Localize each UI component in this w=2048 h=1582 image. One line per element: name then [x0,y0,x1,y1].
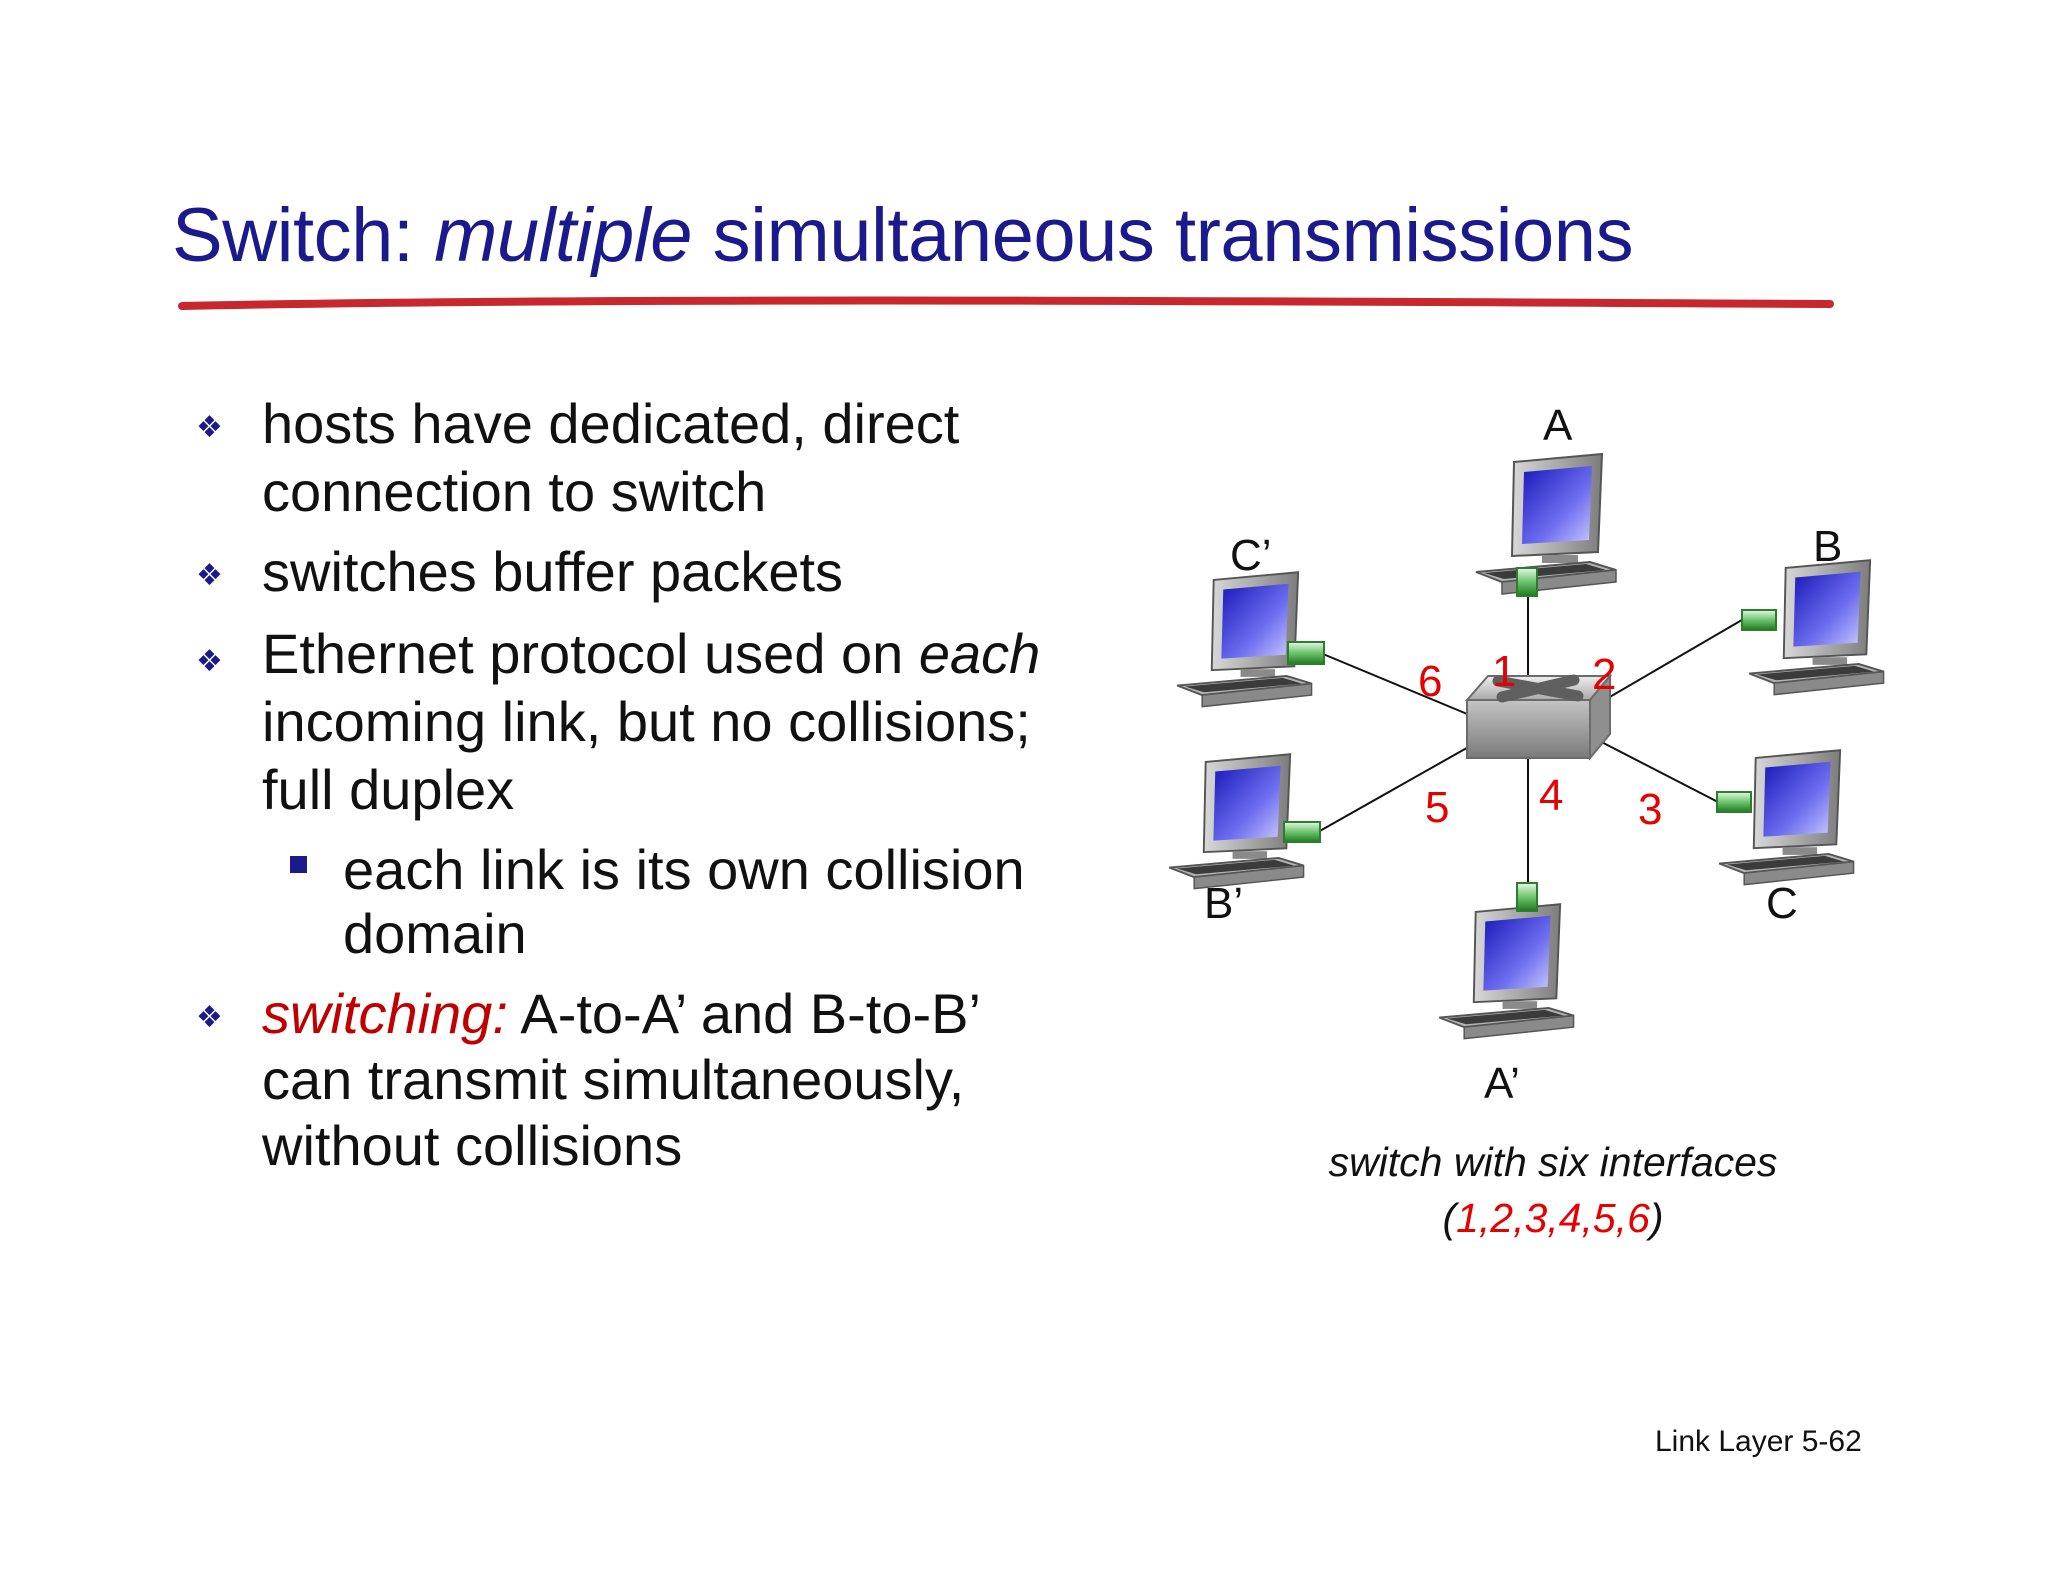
host-label-C: C [1766,879,1798,928]
caption-paren-close: ) [1646,1195,1664,1241]
slide-title: Switch: multiple simultaneous transmissi… [172,192,1634,279]
interface-label-1: 1 [1492,647,1516,696]
bullet-3-emphasis: each [918,622,1041,685]
link-2 [1583,616,1748,713]
bullet-marker-icon: ❖ [196,1000,223,1035]
slide-footer: Link Layer 5-62 [1655,1425,1862,1458]
link-3 [1583,732,1719,803]
host-label-C-prime: C’ [1230,531,1272,580]
host-C-computer-icon [1718,749,1855,886]
sub-bullet-line-2: domain [343,902,527,965]
bullet-3-text: Ethernet protocol used on [262,622,919,685]
port-B-prime [1283,821,1321,843]
diagram-caption-line-1: switch with six interfaces [1329,1139,1778,1185]
caption-paren-open: ( [1442,1195,1460,1241]
bullet-4-line-1: switching: A-to-A’ and B-to-B’ [262,980,981,1048]
link-5 [1317,744,1473,833]
host-A-prime-computer-icon [1438,903,1575,1040]
title-underline [178,296,1834,310]
diagram-caption-line-2: (1,2,3,4,5,6) [1442,1195,1663,1241]
interface-label-3: 3 [1638,785,1662,834]
bullet-1-line-1: hosts have dedicated, direct [262,392,960,455]
sub-bullet-line-1: each link is its own collision [343,838,1025,901]
bullet-4-line-2: can transmit simultaneously, [262,1048,965,1111]
bullet-marker-icon: ❖ [196,644,223,679]
bullet-marker-icon: ❖ [196,558,223,593]
port-A [1516,567,1538,597]
host-C-prime-computer-icon [1176,571,1313,708]
bullet-3-line-2: incoming link, but no collisions; [262,690,1031,753]
bullet-4-emphasis: switching: [262,982,508,1045]
host-label-A: A [1543,401,1573,450]
interface-label-4: 4 [1539,771,1563,820]
sub-bullet-square-icon [290,856,307,873]
host-label-B: B [1813,522,1842,571]
interface-label-5: 5 [1425,783,1449,832]
bullet-1-line-2: connection to switch [262,460,767,523]
bullet-3-line-1: Ethernet protocol used on each [262,620,1040,688]
port-C [1716,791,1752,813]
port-C-prime [1287,641,1325,665]
host-label-A-prime: A’ [1484,1059,1520,1108]
interface-label-2: 2 [1592,650,1616,699]
port-A-prime [1516,882,1538,912]
bullet-marker-icon: ❖ [196,410,223,445]
title-end: simultaneous transmissions [691,193,1634,278]
links [1317,588,1748,885]
bullet-3-line-3: full duplex [262,758,515,821]
link-6 [1322,653,1473,717]
caption-interface-numbers: 1,2,3,4,5,6 [1456,1195,1650,1241]
bullet-list: ❖ hosts have dedicated, direct connectio… [0,0,1100,1200]
bullet-4-line-3: without collisions [262,1114,683,1177]
port-B [1741,609,1777,631]
title-start: Switch: [172,193,435,278]
interface-label-6: 6 [1418,657,1442,706]
bullet-2-line-1: switches buffer packets [262,540,844,603]
host-label-B-prime: B’ [1204,879,1243,928]
title-emphasis: multiple [434,193,692,278]
host-A-computer-icon [1475,453,1617,595]
switch-icon [1464,673,1613,761]
bullet-4-text: A-to-A’ and B-to-B’ [507,982,981,1045]
